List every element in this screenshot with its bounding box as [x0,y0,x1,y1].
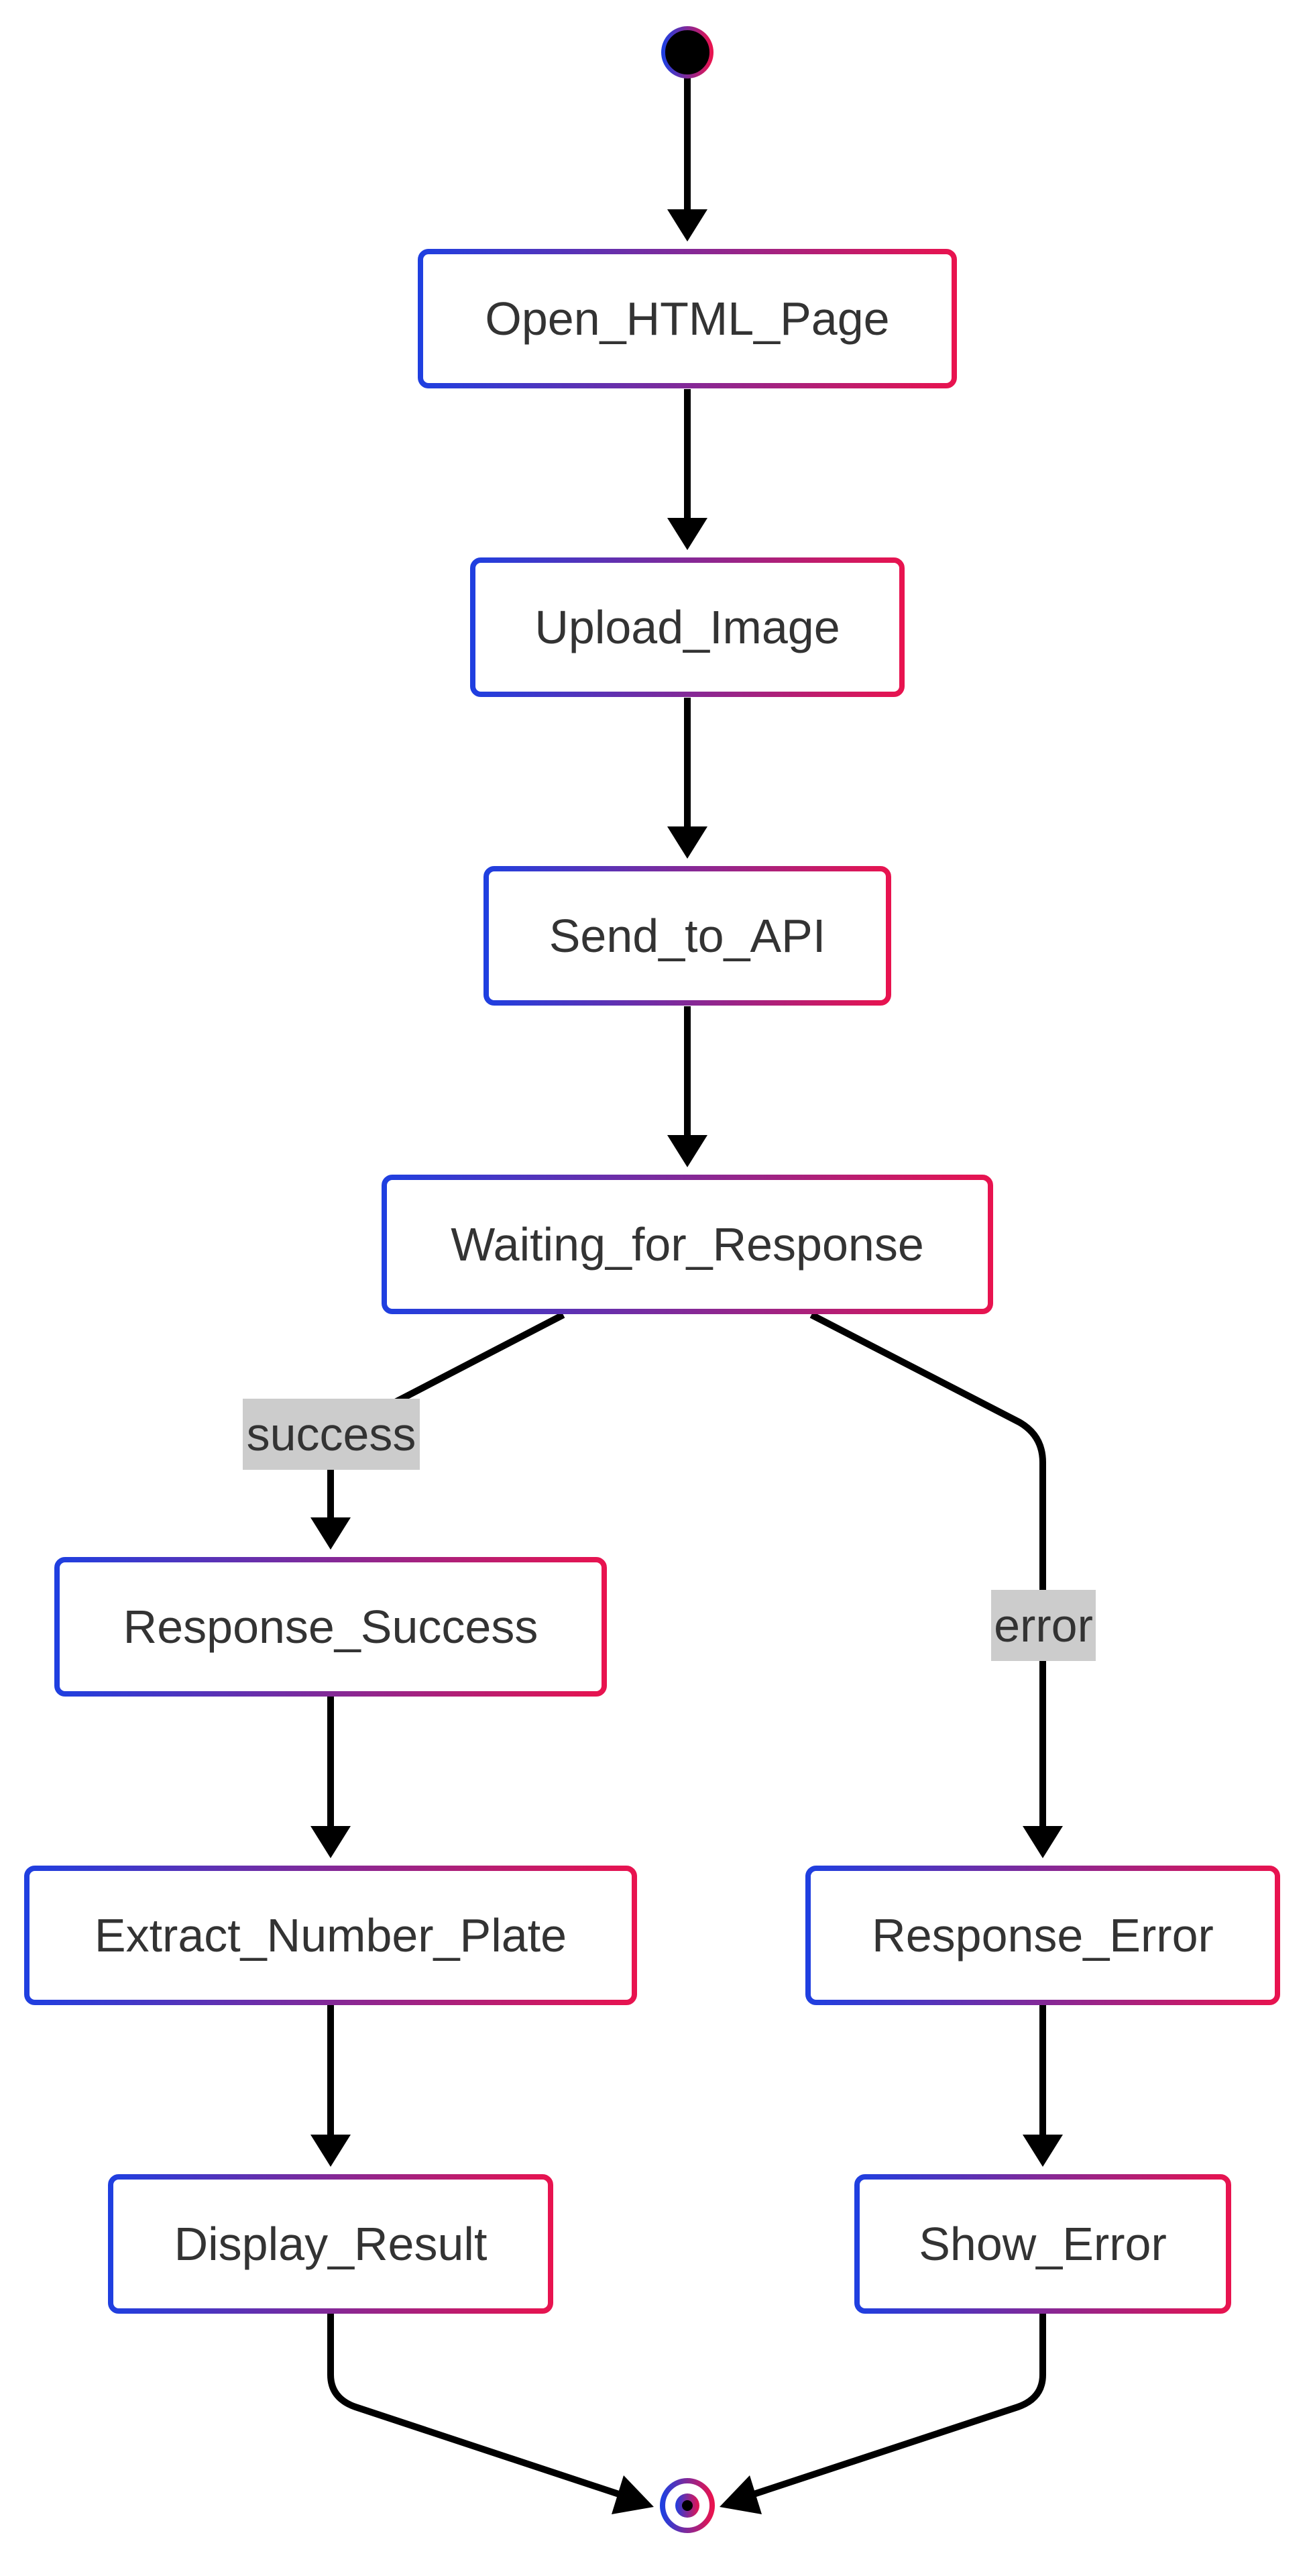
state-label: Send_to_API [549,910,826,962]
state-label: Response_Error [872,1909,1214,1962]
state-label: Waiting_for_Response [451,1218,924,1271]
state-waiting-for-response: Waiting_for_Response [382,1175,993,1314]
arrowhead-response-success [310,1517,351,1550]
state-display-result: Display_Result [108,2174,553,2314]
state-label: Upload_Image [534,601,840,653]
state-label: Response_Success [123,1601,538,1653]
state-extract-number-plate: Extract_Number_Plate [24,1866,637,2005]
edge-label-success: success [243,1399,420,1470]
state-upload-image: Upload_Image [470,557,905,697]
state-response-success: Response_Success [54,1557,607,1697]
arrowhead-end-left [612,2475,654,2514]
start-state [661,26,713,78]
end-center-dot-icon [682,2500,693,2511]
arrowhead-display-result [310,2135,351,2167]
edge-show-error-to-end [744,2311,1046,2500]
arrowhead-waiting-for-response [667,1135,707,1167]
state-label: Extract_Number_Plate [95,1909,567,1962]
edge-label-text: success [247,1408,416,1460]
arrowhead-send-to-api [667,826,707,859]
arrowhead-open-html-page [667,209,707,241]
state-label: Display_Result [174,2218,488,2270]
edge-waiting-to-response-error [809,1311,1046,1828]
end-state [660,2478,715,2533]
arrowhead-show-error [1023,2135,1063,2167]
edge-display-result-to-end [327,2311,628,2500]
start-filled-circle-icon [661,26,713,78]
state-send-to-api: Send_to_API [483,866,891,1006]
state-open-html-page: Open_HTML_Page [418,249,957,388]
arrowhead-response-error [1023,1826,1063,1858]
state-label: Open_HTML_Page [485,292,889,345]
arrowhead-upload-image [667,518,707,550]
arrowhead-extract-number-plate [310,1826,351,1858]
state-show-error: Show_Error [854,2174,1231,2314]
arrowhead-end-right [720,2475,762,2514]
state-label: Show_Error [919,2218,1167,2270]
state-response-error: Response_Error [805,1866,1280,2005]
transitions-layer [310,74,1063,2514]
edge-label-text: error [994,1599,1093,1652]
edge-label-error: error [991,1590,1096,1661]
